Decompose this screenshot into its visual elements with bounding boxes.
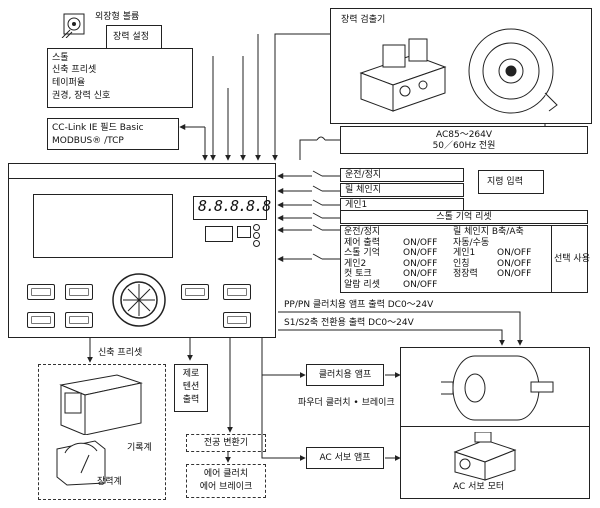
key-7[interactable] <box>223 312 251 328</box>
stall-reset-label: 스톨 기억 리셋 <box>436 212 492 222</box>
roll-change-label: 릴 체인지 <box>345 185 381 195</box>
left-name-0: 운전/정지 <box>344 227 381 237</box>
zero-tension-line1: 제로 <box>182 369 200 379</box>
stall-reset-box: 스톨 기억 리셋 <box>340 210 588 224</box>
input-item-taper: 테이퍼율 <box>52 78 86 88</box>
right-value-2: ON/OFF <box>497 248 532 258</box>
right-value-4: ON/OFF <box>497 269 532 279</box>
right-name-4: 정장력 <box>453 269 478 279</box>
powder-clutch-label: 파우더 클러치 • 브레이크 <box>298 398 395 408</box>
indicator-led-1 <box>253 224 260 231</box>
expand-preset-label: 신축 프리셋 <box>98 348 143 358</box>
input-item-preset: 신축 프리셋 <box>52 65 97 75</box>
controller-lcd <box>33 194 173 258</box>
right-name-1: 자동/수동 <box>453 237 490 248</box>
left-value-1: ON/OFF <box>403 237 438 248</box>
zero-tension-line2: 텐션 <box>182 382 200 392</box>
tension-input-label: 지령 입력 <box>487 177 523 187</box>
controller-unit: 8.8.8.8.8 <box>8 163 276 338</box>
actuator-box: AC 서보 모터 <box>400 347 590 499</box>
left-name-4: 컷 토크 <box>344 269 372 279</box>
key-1[interactable] <box>27 284 55 300</box>
input-item-diameter: 권경, 장력 신호 <box>52 91 111 101</box>
left-value-3: ON/OFF <box>403 258 438 269</box>
network-line2: MODBUS® /TCP <box>52 136 124 146</box>
ep-converter-box: 전공 변환기 <box>186 434 266 452</box>
air-clutch-line1: 에어 클러치 <box>203 469 249 479</box>
tension-input-box: 지령 입력 <box>478 170 544 194</box>
network-box: CC-Link IE 필드 Basic MODBUS® /TCP <box>47 118 179 150</box>
ac-servo-amp-label: AC 서보 앰프 <box>319 453 371 463</box>
powder-clutch-icon <box>441 355 554 421</box>
external-volume-label: 외장형 볼륨 <box>95 12 140 22</box>
display-button-left[interactable] <box>205 226 233 242</box>
tension-detector-title: 장력 검출기 <box>341 15 386 25</box>
air-clutch-box: 에어 클러치 에어 브레이크 <box>186 464 266 498</box>
input-signals-box: 스톨 신축 프리셋 테이퍼율 권경, 장력 신호 <box>47 48 193 108</box>
run-stop-box: 운전/정지 <box>340 168 464 182</box>
volume-knob-icon <box>60 12 88 39</box>
right-name-0: 릴 체인지 B축/A축 <box>453 227 524 237</box>
tension-detector-disc-icon <box>468 28 558 114</box>
tension-meter-icon <box>56 440 106 486</box>
options-side-label: 선택 사용 <box>554 254 590 264</box>
pp-pn-output-label: PP/PN 클러치용 앰프 출력 DC0～24V <box>284 300 434 310</box>
actuator-divider <box>401 426 589 427</box>
controller-top-strip <box>9 178 275 179</box>
clutch-amp-label: 클러치용 앰프 <box>318 370 372 380</box>
tension-set-label: 장력 설정 <box>113 32 149 42</box>
tension-detector-icon <box>359 38 447 112</box>
tension-set-box: 장력 설정 <box>106 25 162 49</box>
right-value-3: ON/OFF <box>497 258 532 269</box>
zero-tension-box: 제로 텐션 출력 <box>174 364 208 412</box>
left-value-4: ON/OFF <box>403 269 438 279</box>
key-3[interactable] <box>27 312 55 328</box>
tension-detector-box: 장력 검출기 <box>330 8 592 124</box>
key-4[interactable] <box>65 312 93 328</box>
left-value-2: ON/OFF <box>403 248 438 258</box>
left-value-5: ON/OFF <box>403 279 438 290</box>
roll-change-box: 릴 체인지 <box>340 183 464 197</box>
clutch-amp-box: 클러치용 앰프 <box>306 364 384 386</box>
meters-group: 기록계 장력계 <box>38 364 166 500</box>
right-name-2: 게인1 <box>453 248 476 258</box>
left-name-3: 게인2 <box>344 258 367 269</box>
left-name-2: 스톨 기억 <box>344 248 380 258</box>
zero-tension-line3: 출력 <box>182 395 200 405</box>
indicator-led-3 <box>253 240 260 247</box>
network-line1: CC-Link IE 필드 Basic <box>52 123 144 133</box>
s1-s2-output-label: S1/S2축 전환용 출력 DC0～24V <box>284 318 414 328</box>
run-stop-label: 운전/정지 <box>345 170 382 180</box>
seven-seg-digits: 8.8.8.8.8 <box>198 197 271 215</box>
left-name-1: 제어 출력 <box>344 237 380 248</box>
recorder-icon <box>59 374 143 435</box>
indicator-led-2 <box>253 232 260 239</box>
key-6[interactable] <box>223 284 251 300</box>
ac-servo-motor-label: AC 서보 모터 <box>453 482 505 492</box>
ep-converter-label: 전공 변환기 <box>203 438 249 448</box>
left-name-5: 알람 리셋 <box>344 279 380 290</box>
display-button-right[interactable] <box>237 226 251 238</box>
air-clutch-line2: 에어 브레이크 <box>199 482 253 492</box>
key-5[interactable] <box>181 284 209 300</box>
rotary-dial-icon[interactable] <box>111 272 167 328</box>
gain1-label: 게인1 <box>345 200 368 210</box>
seven-seg-display: 8.8.8.8.8 <box>193 196 271 220</box>
power-line1: AC85～264V <box>435 130 493 140</box>
power-box: AC85～264V 50／60Hz 전원 <box>340 126 588 154</box>
ac-servo-amp-box: AC 서보 앰프 <box>306 447 384 469</box>
recorder-label: 기록계 <box>127 443 152 453</box>
key-2[interactable] <box>65 284 93 300</box>
tension-meter-label: 장력계 <box>97 477 122 487</box>
input-item-stall: 스톨 <box>52 53 69 63</box>
options-divider <box>551 226 552 292</box>
power-line2: 50／60Hz 전원 <box>432 141 496 151</box>
right-name-3: 인칭 <box>453 258 470 269</box>
servo-motor-icon <box>453 432 517 481</box>
